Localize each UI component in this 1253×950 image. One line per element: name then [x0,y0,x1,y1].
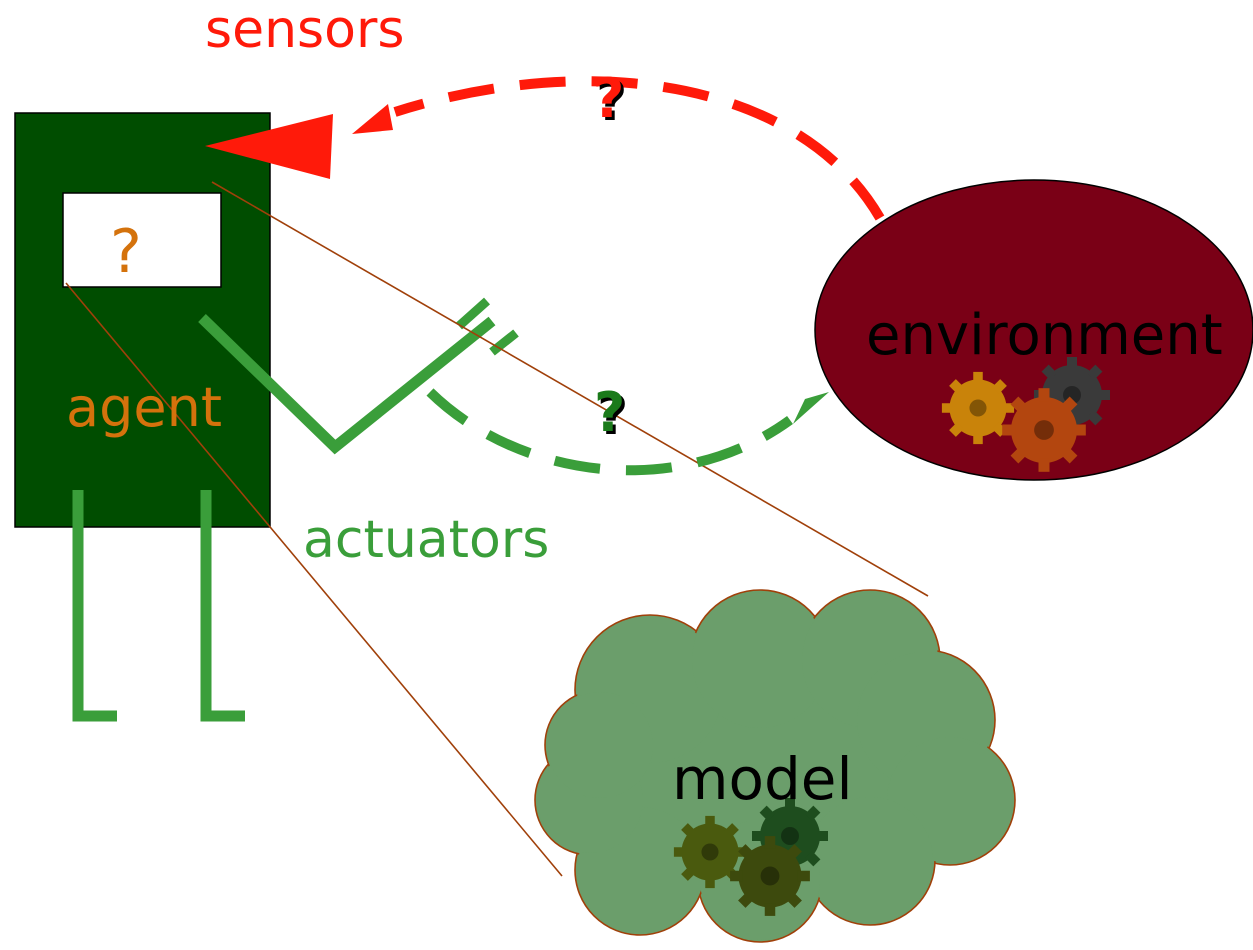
agent-inner-box [62,192,222,288]
sensor-arrowhead-big [205,114,333,179]
actuator-question-shadow: ? [597,384,629,447]
sensor-question-shadow: ? [596,70,628,133]
actuator-gripper-b [489,329,519,356]
agent-label: agent [66,376,222,439]
actuator-question-mark: ? ? [594,384,629,447]
agent-left-leg [72,490,117,722]
zoom-line-bottom [65,282,563,877]
sensor-question-text: ? [593,67,625,130]
agent-body [14,112,271,528]
actuator-question-text: ? [594,381,626,444]
actuators-label: actuators [303,510,550,570]
agent-box-question: ? [110,217,142,287]
model-label: model [672,745,853,813]
actuator-gripper-a [456,297,490,330]
agent-right-leg [200,490,245,722]
sensor-arc [393,76,885,221]
environment-label: environment [866,303,1223,368]
zoom-line-top [211,181,929,597]
environment-ellipse [814,179,1253,481]
sensors-label: sensors [205,0,405,60]
sensor-arrowhead-small [352,104,393,134]
sensor-question-mark: ? ? [593,70,628,133]
actuator-arrowhead [793,392,829,424]
actuator-arm [198,314,496,455]
